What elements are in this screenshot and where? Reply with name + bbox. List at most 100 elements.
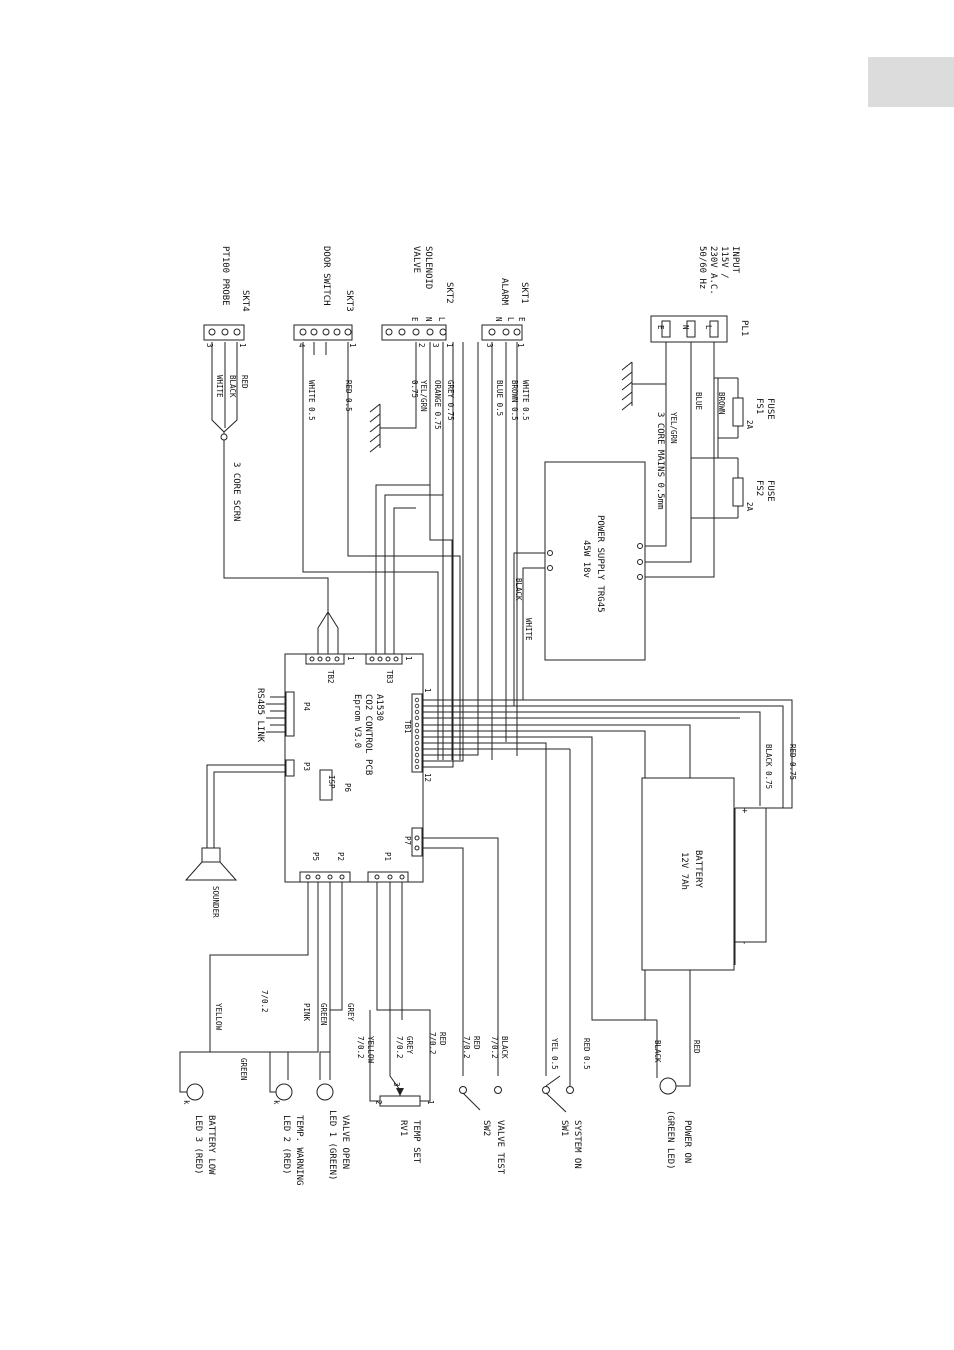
svg-text:L: L (506, 317, 515, 322)
page-tab (868, 57, 954, 107)
svg-text:SKT1: SKT1 (519, 282, 529, 304)
svg-text:P6: P6 (343, 783, 352, 793)
power-on-led (659, 1077, 677, 1095)
p3-header (285, 759, 295, 777)
svg-text:k: k (182, 1100, 191, 1105)
svg-text:RED 0.5: RED 0.5 (344, 380, 353, 412)
svg-text:E: E (410, 317, 419, 322)
svg-text:BROWN: BROWN (717, 392, 726, 415)
svg-text:E: E (656, 325, 665, 330)
svg-text:BLACK: BLACK (500, 1036, 509, 1059)
svg-text:1: 1 (348, 343, 357, 348)
svg-text:P5: P5 (311, 852, 320, 861)
svg-text:FS2: FS2 (754, 480, 764, 496)
svg-text:VALVE TEST: VALVE TEST (495, 1120, 505, 1175)
p4-header (285, 691, 295, 737)
svg-text:BLACK: BLACK (228, 375, 237, 398)
led3-battery-low (186, 1083, 204, 1101)
led2-temp-warning (275, 1083, 293, 1101)
svg-text:2A: 2A (745, 420, 754, 430)
svg-text:-: - (739, 940, 749, 945)
svg-text:VALVE: VALVE (411, 246, 421, 273)
p7-header (411, 827, 423, 857)
svg-text:TEMP SET: TEMP SET (411, 1120, 421, 1164)
svg-text:SW1: SW1 (559, 1120, 569, 1136)
svg-text:50/60 Hz: 50/60 Hz (697, 246, 707, 289)
svg-text:1: 1 (346, 656, 355, 661)
svg-text:DOOR SWITCH: DOOR SWITCH (321, 246, 331, 306)
svg-text:3: 3 (431, 343, 440, 348)
svg-text:BLUE: BLUE (694, 392, 703, 411)
svg-text:ISP: ISP (327, 775, 336, 789)
svg-text:CO2 CONTROL PCB: CO2 CONTROL PCB (363, 694, 373, 775)
svg-text:L: L (437, 317, 446, 322)
svg-text:RED: RED (472, 1036, 481, 1050)
svg-text:FS1: FS1 (754, 398, 764, 414)
svg-text:SOUNDER: SOUNDER (211, 886, 220, 918)
svg-text:RV1: RV1 (398, 1120, 408, 1136)
svg-text:SKT4: SKT4 (240, 290, 250, 312)
svg-text:Eprom V3.0: Eprom V3.0 (352, 694, 362, 748)
svg-text:3: 3 (205, 343, 214, 348)
svg-text:7/0.2: 7/0.2 (490, 1036, 499, 1059)
svg-text:YELLOW: YELLOW (366, 1036, 375, 1064)
svg-text:TB3: TB3 (385, 670, 394, 684)
svg-text:P7: P7 (403, 836, 412, 845)
svg-text:1: 1 (423, 688, 432, 693)
svg-text:ORANGE 0.75: ORANGE 0.75 (433, 380, 442, 430)
svg-text:SYSTEM ON: SYSTEM ON (572, 1120, 582, 1169)
svg-text:E: E (517, 317, 526, 322)
tb2-terminal (305, 653, 345, 665)
svg-text:N: N (681, 325, 690, 330)
svg-text:PINK: PINK (302, 1003, 311, 1022)
svg-text:SOLENOID: SOLENOID (423, 246, 433, 289)
svg-text:BLACK: BLACK (653, 1040, 662, 1063)
input-label: INPUT 115V / 230V A.C. 50/60 Hz (697, 246, 740, 295)
fuse-fs2 (732, 477, 744, 507)
svg-text:GREEN: GREEN (239, 1058, 248, 1081)
svg-text:1: 1 (445, 343, 454, 348)
svg-text:TEMP. WARNING: TEMP. WARNING (294, 1115, 304, 1185)
mains-cable-label: 3 CORE MAINS 0.5mm (655, 412, 665, 510)
svg-text:LED 1 (GREEN): LED 1 (GREEN) (327, 1110, 337, 1180)
svg-text:YELLOW: YELLOW (214, 1003, 223, 1031)
svg-text:BLUE 0.5: BLUE 0.5 (495, 380, 504, 416)
svg-text:0.75: 0.75 (410, 380, 419, 398)
svg-text:TB2: TB2 (326, 670, 335, 684)
svg-text:L: L (704, 325, 713, 330)
svg-text:VALVE OPEN: VALVE OPEN (340, 1115, 350, 1169)
svg-text:2A: 2A (745, 502, 754, 512)
svg-text:1: 1 (404, 656, 413, 661)
svg-text:7/0.2: 7/0.2 (356, 1036, 365, 1059)
svg-text:1: 1 (426, 1100, 435, 1105)
svg-text:2: 2 (374, 1100, 383, 1105)
power-supply (544, 461, 646, 661)
svg-text:WHITE 0.5: WHITE 0.5 (521, 380, 530, 421)
svg-text:7/0.2: 7/0.2 (428, 1032, 437, 1055)
svg-text:P1: P1 (383, 852, 392, 861)
svg-text:7/0.2: 7/0.2 (395, 1036, 404, 1059)
svg-text:PT100 PROBE: PT100 PROBE (220, 246, 230, 306)
svg-text:230V A.C.: 230V A.C. (708, 246, 718, 295)
svg-text:7/0.2: 7/0.2 (260, 990, 269, 1013)
svg-text:BROWN 0.5: BROWN 0.5 (510, 380, 519, 421)
svg-text:1: 1 (516, 343, 525, 348)
svg-text:P4: P4 (302, 702, 311, 712)
svg-text:RED 0.5: RED 0.5 (582, 1038, 591, 1070)
svg-text:SW2: SW2 (481, 1120, 491, 1136)
svg-text:LED 2 (RED): LED 2 (RED) (281, 1115, 291, 1175)
svg-text:RED: RED (438, 1032, 447, 1046)
svg-text:P3: P3 (302, 762, 311, 771)
svg-text:POWER ON: POWER ON (682, 1120, 692, 1163)
svg-text:P2: P2 (336, 852, 345, 861)
rs485-label: RS485 LINK (255, 688, 265, 743)
svg-text:INPUT: INPUT (730, 246, 740, 274)
p6-isp (319, 769, 333, 801)
sw1-switch (542, 749, 574, 1113)
screen-cable-label: 3 CORE SCRN (231, 462, 241, 522)
p2-header (299, 871, 351, 883)
svg-text:TB1: TB1 (403, 720, 412, 734)
svg-text:GREY: GREY (405, 1036, 414, 1055)
svg-text:12: 12 (423, 773, 432, 782)
